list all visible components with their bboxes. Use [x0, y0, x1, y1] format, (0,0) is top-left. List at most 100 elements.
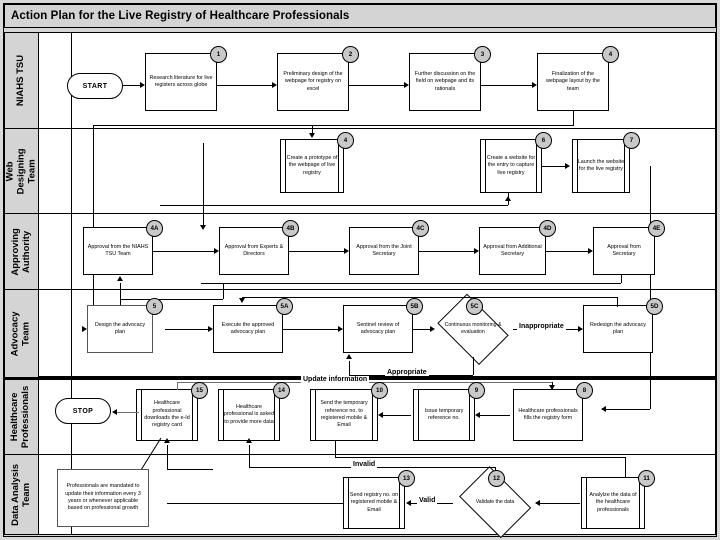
edge-5-to-4a-stub — [120, 299, 121, 305]
node-5d-label: Redesign the advocacy plan — [589, 321, 647, 335]
node-5b-sentinel-review: Sentinel review of advocacy plan — [343, 305, 413, 353]
badge-10: 10 — [371, 382, 388, 399]
node-13-label: Send registry no. on registered mobile &… — [349, 492, 399, 513]
node-9-label: Issue temporary reference no. — [424, 407, 464, 421]
edge-5-to-5a — [165, 329, 208, 330]
arrow-11-to-12 — [535, 500, 540, 506]
node-2-label: Preliminary design of the webpage for re… — [283, 71, 343, 92]
edge-5a-top-rail — [242, 297, 407, 298]
edge-4-to-prototype-h — [312, 125, 574, 126]
edge-label-valid: Valid — [417, 497, 438, 504]
node-4p-label: Create a prototype of the webpage of liv… — [286, 155, 338, 176]
start-label: START — [82, 82, 108, 90]
rail-prototype-to-4a — [203, 143, 204, 227]
node-4e-label: Approval from Secretary — [607, 243, 641, 257]
badge-15: 15 — [191, 382, 208, 399]
arrow-8-to-9 — [475, 412, 480, 418]
edge-13-to-15-h — [167, 469, 213, 470]
arrow-4c-to-4d — [474, 248, 479, 254]
node-5c-label: Continuous monitoring & evaluation — [444, 322, 502, 335]
arrow-1-to-2 — [272, 82, 277, 88]
arrow-4-to-prototype — [309, 133, 315, 138]
node-5b-label: Sentinel review of advocacy plan — [356, 321, 400, 335]
node-5-design-advocacy-plan: Design the advocacy plan — [87, 305, 153, 353]
edge-label-invalid: Invalid — [351, 461, 378, 468]
edge-1-to-2 — [217, 85, 272, 86]
node-3-further-discussion: Further discussion on the field on webpa… — [409, 53, 481, 111]
lane-header-approving-authority: Approving Authority — [5, 214, 39, 290]
arrow-up-to-4a — [117, 276, 123, 281]
badge-4e: 4E — [648, 220, 665, 237]
node-4-prototype-webpage: Create a prototype of the webpage of liv… — [280, 139, 344, 193]
edge-label-update-information: Update information — [301, 376, 370, 383]
rail-left-down — [93, 125, 94, 319]
edge-to-11-down — [625, 457, 626, 495]
node-11-analyze-data: Analylze the data of the healthcare prof… — [581, 477, 645, 529]
edge-5a-to-5b — [283, 329, 338, 330]
edge-from-5a-to-4a — [120, 299, 223, 300]
edge-appropriate-up — [349, 361, 350, 375]
arrow-update-information — [549, 385, 555, 390]
edge-label-appropriate: Appropriate — [385, 369, 429, 376]
arrow-3-to-4 — [532, 82, 537, 88]
node-4b-approval-experts: Approval from Experts & Directors — [219, 227, 289, 275]
lane-column-divider — [71, 33, 72, 534]
edge-up-to-4a — [120, 283, 121, 301]
lane-label-web-designing-team: Web Designing Team — [4, 148, 37, 194]
node-7-launch-website: Launch the website for the live registry — [572, 139, 630, 193]
node-5a-label: Execute the approved advocacy plan — [221, 321, 275, 335]
badge-4c: 4C — [412, 220, 429, 237]
edge-2-to-3 — [349, 85, 404, 86]
badge-2: 2 — [342, 46, 359, 63]
edge-10-down-h — [335, 457, 625, 458]
edge-label-inappropriate: Inappropriate — [517, 323, 566, 330]
node-4b-label: Approval from Experts & Directors — [224, 243, 284, 257]
arrow-5b-to-5c — [430, 326, 435, 332]
badge-4a: 4A — [146, 220, 163, 237]
node-2-preliminary-design: Preliminary design of the webpage for re… — [277, 53, 349, 111]
edge-15-to-stop — [117, 412, 139, 413]
node-12-label: Validate the data — [475, 498, 515, 505]
node-note-label: Professionals are mandated to update the… — [65, 483, 141, 512]
stop-label: STOP — [72, 407, 94, 415]
edge-13-to-15-v — [167, 445, 168, 469]
edge-4c-to-4d — [419, 251, 474, 252]
edge-4b-to-4c — [289, 251, 344, 252]
edge-11-to-12 — [540, 503, 580, 504]
arrow-12-to-13 — [406, 500, 411, 506]
arrow-7-to-8 — [601, 406, 606, 412]
edge-9-to-10 — [383, 415, 411, 416]
arrow-2-to-3 — [404, 82, 409, 88]
lane-label-advocacy-team: Advocacy Team — [9, 311, 32, 356]
node-4c-label: Approval from the Joint Secretary — [356, 243, 412, 257]
node-5a-execute-advocacy-plan: Execute the approved advocacy plan — [213, 305, 283, 353]
node-8-fills-registry-form: Healthcare professionals fills the regis… — [513, 389, 583, 441]
edge-6-to-7 — [542, 166, 567, 167]
edge-4-down-stub — [573, 111, 574, 125]
node-6-create-website: Create a website for the entry to captur… — [480, 139, 542, 193]
edge-5b-to-5c — [413, 329, 430, 330]
node-note-professionals-mandate: Professionals are mandated to update the… — [57, 469, 149, 527]
node-4d-label: Approval from Additional Secretary — [483, 243, 542, 257]
arrow-6-to-7 — [565, 163, 570, 169]
node-11-label: Analylze the data of the healthcare prof… — [589, 492, 637, 513]
rail-7-right-down — [650, 166, 651, 409]
badge-4-prototype: 4 — [337, 132, 354, 149]
edge-4-to-prototype-v — [312, 125, 313, 134]
edge-4a-to-4b — [153, 251, 214, 252]
edge-feed-to-6-v — [508, 193, 509, 205]
rail-top-left — [93, 125, 313, 126]
arrow-5a-to-5b — [338, 326, 343, 332]
arrow-invalid-to-14 — [246, 438, 252, 443]
arrow-into-5a-top — [239, 298, 245, 303]
badge-5: 5 — [146, 298, 163, 315]
node-10-label: Send the temporary reference no. to regi… — [320, 400, 368, 429]
node-5-label: Design the advocacy plan — [94, 321, 146, 335]
badge-6: 6 — [535, 132, 552, 149]
badge-4d: 4D — [539, 220, 556, 237]
edge-5d-up — [617, 297, 618, 307]
edge-4d-to-4e — [546, 251, 588, 252]
lane-label-data-analysis-team: Data Analysis Team — [9, 463, 32, 526]
edge-appropriate-v — [473, 357, 474, 375]
